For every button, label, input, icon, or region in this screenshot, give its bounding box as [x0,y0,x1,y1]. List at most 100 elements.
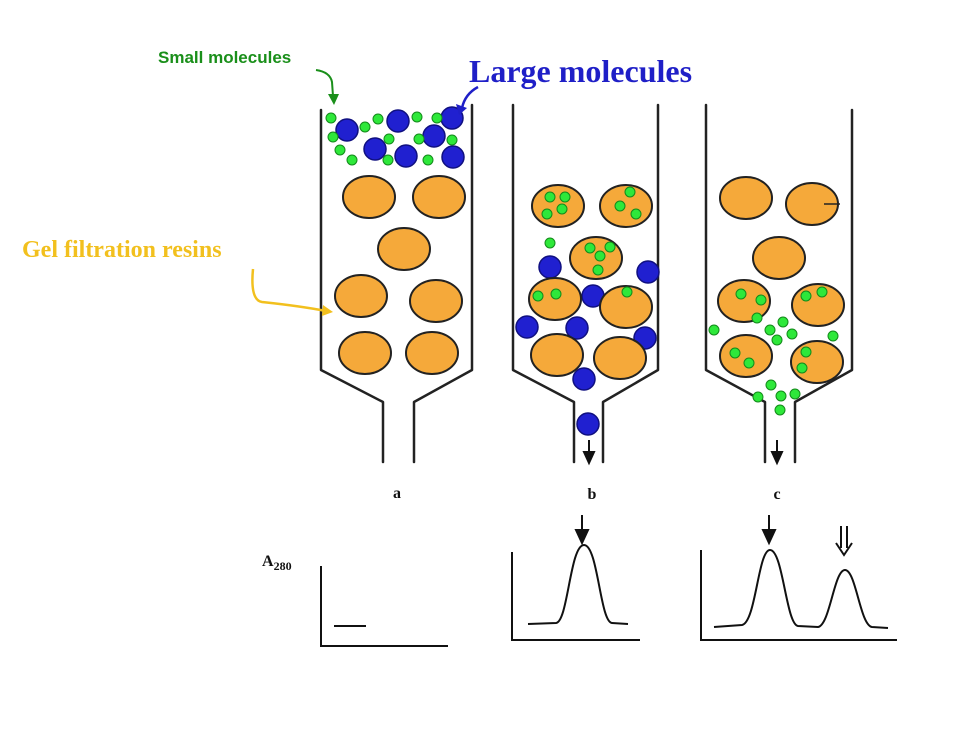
small-molecule [584,242,596,254]
large-molecules-arrowhead [456,104,467,115]
resin-bead [377,227,431,271]
small-molecule [541,208,553,220]
small-molecule [777,316,789,328]
small-molecule [327,131,339,143]
profile-c-axes [700,550,897,641]
resin-bead [719,176,773,220]
small-molecule [544,237,556,249]
small-molecule [592,264,604,276]
large-molecule [538,255,562,279]
column-c-contents [708,176,845,416]
small-molecule [422,154,434,166]
small-molecule [796,362,808,374]
small-molecule [604,241,616,253]
resin-bead [719,334,773,378]
small-molecule [446,134,458,146]
profile-c-peaks [713,548,889,629]
profile-b-peak [527,543,629,625]
resin-bead [405,331,459,375]
small-molecule [800,290,812,302]
small-molecules-pointer [315,69,334,97]
small-molecule [594,250,606,262]
resin-bead [717,279,771,323]
small-molecule [411,111,423,123]
small-molecules-label: Small molecules [158,48,291,67]
small-molecule [382,154,394,166]
small-molecule [816,286,828,298]
profile-b-axes [511,552,640,641]
large-molecule [422,124,446,148]
large-molecule [363,137,387,161]
small-molecule [334,144,346,156]
small-molecule [765,379,777,391]
profile-b-peak-arrowhead [574,529,590,546]
absorbance-symbol: A [262,553,274,570]
resin-bead [338,331,392,375]
small-molecule [827,330,839,342]
large-molecule [515,315,539,339]
small-molecule [771,334,783,346]
gel-filtration-resins-label: Gel filtration resins [22,237,222,263]
small-molecule [630,208,642,220]
large-molecule [335,118,359,142]
large-molecules-pointer [460,85,479,109]
small-molecule [614,200,626,212]
column-b-outlet-arrow [582,440,596,466]
large-molecule [636,260,660,284]
column-b-label: b [588,486,597,503]
column-b-outline [511,103,660,464]
small-molecule [764,324,776,336]
column-b-small-molecules [532,186,642,302]
profile-a [320,566,448,647]
column-c-small-molecules [708,286,839,416]
small-molecule [800,346,812,358]
absorbance-axis-label: A280 [262,553,292,573]
large-molecule [576,412,600,436]
gel-resins-arrowhead [322,305,333,316]
absorbance-wavelength: 280 [274,559,292,573]
profile-a-axes [320,566,448,647]
column-c-label: c [773,486,780,503]
resin-bead [599,285,653,329]
small-molecule [775,390,787,402]
small-molecule [708,324,720,336]
resin-bead [790,340,844,384]
column-a-small-molecules [325,111,458,166]
profile-c-second-peak-arrow [835,526,853,557]
profile-c [700,515,897,641]
small-molecule [786,328,798,340]
gel-resins-pointer [251,268,327,313]
small-molecule [325,112,337,124]
small-molecule [624,186,636,198]
small-molecule [372,113,384,125]
resin-bead [752,236,806,280]
small-molecule [789,388,801,400]
resin-bead [334,274,388,318]
small-molecule [751,312,763,324]
outlet-arrows [582,440,784,466]
resin-bead [409,279,463,323]
small-molecule [532,290,544,302]
large-molecule [394,144,418,168]
small-molecule [621,286,633,298]
large-molecule [565,316,589,340]
large-molecule [386,109,410,133]
small-molecule [413,133,425,145]
small-molecule [735,288,747,300]
resin-bead [593,336,647,380]
columns [319,103,854,464]
large-molecule [572,367,596,391]
small-molecule [559,191,571,203]
small-molecule [556,203,568,215]
small-molecule [550,288,562,300]
profile-c-peak-arrowhead [761,529,777,546]
column-a-label: a [393,485,401,502]
column-a-outline [319,103,474,464]
column-c-outline [704,103,854,464]
small-molecules-arrowhead [328,94,339,105]
small-molecule [359,121,371,133]
column-a-contents [325,106,466,375]
small-molecule [544,191,556,203]
